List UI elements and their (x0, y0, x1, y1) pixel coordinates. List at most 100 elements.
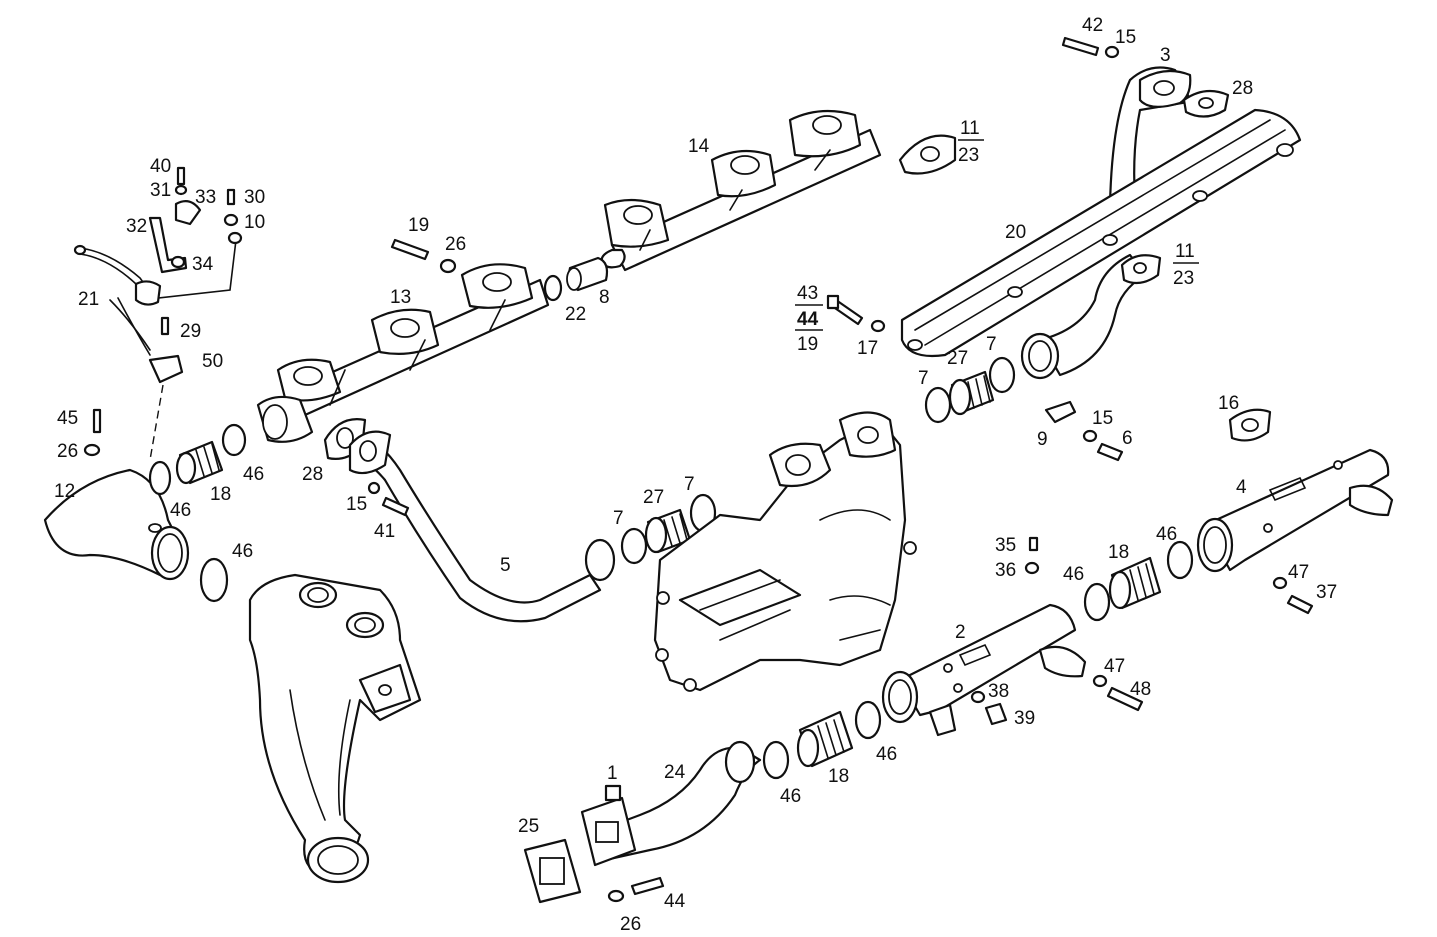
label-22: 22 (565, 304, 586, 325)
part-45-bolt (92, 408, 102, 434)
part-7-ring-right-b (988, 356, 1016, 394)
part-50-bracket (148, 354, 184, 384)
part-46-ring-lower-a (854, 700, 882, 740)
label-7-mid-a: 7 (613, 508, 624, 529)
label-11-23-top-den: 23 (958, 145, 979, 166)
label-34: 34 (192, 254, 214, 275)
part-30-bolt (226, 188, 236, 206)
label-27-right: 27 (947, 348, 968, 369)
label-7-right-a: 7 (918, 368, 929, 389)
part-42-bolt (1061, 36, 1100, 57)
part-18-bellows-left (175, 440, 224, 485)
part-17-nut (870, 319, 886, 333)
part-37-bolt (1286, 594, 1314, 615)
label-46-lower-b: 46 (780, 786, 801, 807)
label-16: 16 (1218, 393, 1239, 414)
label-41: 41 (374, 521, 395, 542)
label-11-23-mid-den: 23 (1173, 268, 1194, 289)
assembly-dashed-line (149, 384, 164, 461)
label-26-bottom: 26 (620, 914, 641, 935)
part-25-gasket (523, 838, 582, 904)
part-27-bellows-right (948, 370, 995, 416)
bolt-43-44-19 (826, 294, 864, 326)
part-3-exhaust-pipe-upper (1108, 66, 1192, 207)
part-12-front-pipe (43, 468, 190, 581)
label-46-right-b: 46 (1156, 524, 1177, 545)
part-18-bellows-lower (796, 710, 854, 768)
part-2-pipe-lower-right (881, 603, 1087, 737)
label-9: 9 (1037, 429, 1048, 450)
label-43-44-19-top: 43 (797, 283, 818, 304)
label-15-top: 15 (1115, 27, 1136, 48)
label-26-left: 26 (57, 441, 78, 462)
part-15-washer-left (367, 481, 381, 495)
part-47-washer-upper (1272, 576, 1288, 590)
part-46-ring-left-c (199, 557, 229, 603)
label-10: 10 (244, 212, 265, 233)
part-14-exhaust-manifold-rear (600, 109, 882, 272)
label-18-lower: 18 (828, 766, 849, 787)
part-11-23-gasket-mid (1120, 254, 1162, 285)
part-31-washer (174, 184, 188, 196)
label-11-23-mid-num: 11 (1175, 241, 1195, 262)
part-46-ring-lower-b (762, 740, 790, 780)
exhaust-downpipe-left (248, 573, 422, 884)
turbo-converter-housing (653, 411, 917, 692)
label-43-44-19: 43 44 19 (795, 283, 823, 355)
part-46-ring-left-a (148, 460, 172, 496)
part-34-nut (170, 255, 186, 269)
label-43-44-19-bottom: 19 (797, 334, 818, 355)
part-4-pipe-upper-right (1196, 448, 1394, 573)
label-15-right: 15 (1092, 408, 1113, 429)
part-7-ring-right-a (924, 386, 952, 424)
label-7-right-b: 7 (986, 334, 997, 355)
part-19-bolt (390, 238, 430, 261)
label-19: 19 (408, 215, 429, 236)
label-37: 37 (1316, 582, 1337, 603)
label-31: 31 (150, 180, 171, 201)
part-26-washer-bottom (607, 889, 625, 903)
label-18-right-upper: 18 (1108, 542, 1129, 563)
label-17: 17 (857, 338, 878, 359)
part-38-washer (970, 690, 986, 704)
label-27-mid: 27 (643, 487, 664, 508)
part-36-washer (1024, 561, 1040, 575)
part-26-nut-left (83, 443, 101, 457)
label-47-upper: 47 (1288, 562, 1309, 583)
part-8-sleeve (566, 256, 609, 292)
label-8: 8 (599, 287, 610, 308)
part-28-gasket-left (323, 418, 367, 460)
label-11-23-top: 11 23 (958, 118, 984, 166)
label-26-top: 26 (445, 234, 466, 255)
part-labels: 40 31 33 30 32 10 34 21 29 50 45 26 12 1… (54, 15, 1337, 935)
label-2: 2 (955, 622, 966, 643)
label-39: 39 (1014, 708, 1035, 729)
part-47-washer-lower (1092, 674, 1108, 688)
label-40: 40 (150, 156, 171, 177)
label-25: 25 (518, 816, 539, 837)
part-32-bracket (148, 216, 188, 274)
label-35: 35 (995, 535, 1016, 556)
label-13: 13 (390, 287, 411, 308)
part-7-ring-mid-a (620, 527, 648, 565)
label-28-right: 28 (1232, 78, 1253, 99)
label-30: 30 (244, 187, 265, 208)
part-35-bolt (1028, 536, 1039, 552)
part-15-washer-right (1082, 429, 1098, 443)
label-46-left-b: 46 (243, 464, 264, 485)
part-24-bend-pipe (580, 740, 762, 867)
part-1-plug (604, 784, 622, 802)
label-46-left-c: 46 (232, 541, 253, 562)
part-22-seal-ring (543, 274, 563, 302)
label-47-lower: 47 (1104, 656, 1125, 677)
label-28-left: 28 (302, 464, 323, 485)
part-11-23-gasket-top (898, 134, 957, 175)
part-20-heat-shield (900, 108, 1302, 358)
part-13-exhaust-manifold-front (256, 263, 550, 443)
label-38: 38 (988, 681, 1009, 702)
part-29-bolt (160, 316, 170, 336)
label-24: 24 (664, 762, 686, 783)
part-48-bolt (1106, 686, 1144, 712)
label-5: 5 (500, 555, 511, 576)
